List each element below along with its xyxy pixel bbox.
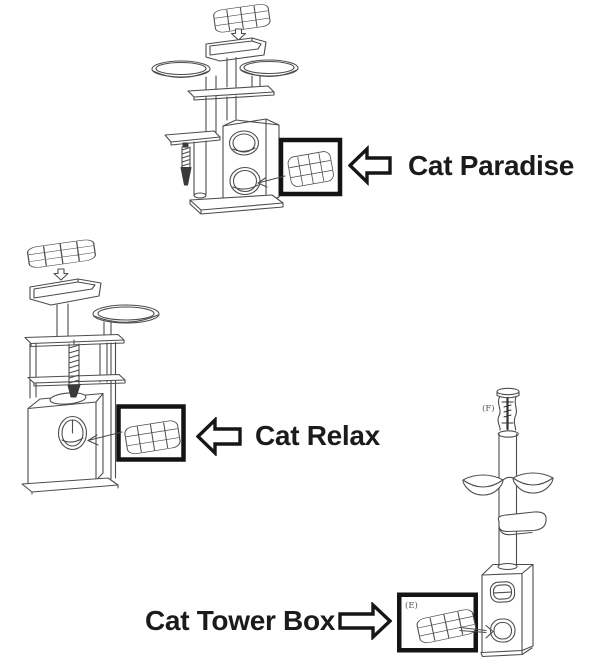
rope-toy [67,339,81,398]
highlighted-cushion-box [278,137,343,197]
highlighted-grid-cushion [123,419,182,456]
perch-bowl-right [502,472,554,494]
bed-box [29,278,102,306]
product-label-cat-tower-box: Cat Tower Box [145,605,336,636]
tower-box [480,562,534,658]
perch-bowl-left [151,60,217,133]
part-label-spring-toy: (F) [482,403,495,414]
spring-toy-top [496,387,520,431]
highlighted-cushion-box: (E) [397,592,478,653]
top-cushion [26,238,97,270]
base-board [21,477,119,495]
left-arrow-icon [348,145,392,186]
product-label-cat-paradise: Cat Paradise [408,150,575,181]
cat-tower-box-illustration: (F) [397,387,554,658]
condo-box [27,392,104,489]
curved-platform [497,511,547,536]
upper-platform [24,333,125,348]
side-shelf [164,130,221,199]
center-pole [497,430,519,567]
part-label-cushion: (E) [405,600,418,611]
cat-relax-illustration [21,238,186,495]
product-label-cat-relax: Cat Relax [255,420,380,451]
highlighted-grid-cushion [286,150,335,188]
bed-box [205,37,267,62]
callout-pointer-line [87,431,123,446]
cat-paradise-illustration [151,2,343,215]
left-arrow-icon [196,417,242,456]
perch-bowl-right [239,59,299,88]
rope-toy [180,142,192,186]
callout-pointer-line [459,624,494,639]
center-post [56,303,69,338]
highlighted-cushion-box [116,404,186,462]
right-arrow-icon [338,602,392,640]
support-posts [29,341,117,480]
center-post [226,56,237,88]
callout-pointer-line [257,175,286,188]
main-platform [187,85,275,121]
assembly-down-arrow-icon [230,28,247,41]
condo-box [222,118,280,208]
highlighted-grid-cushion [415,607,478,645]
assembly-down-arrow-icon [53,268,69,281]
perch-bowl-left [462,474,504,496]
base-board [189,194,284,215]
perch-bowl-right [92,304,160,337]
